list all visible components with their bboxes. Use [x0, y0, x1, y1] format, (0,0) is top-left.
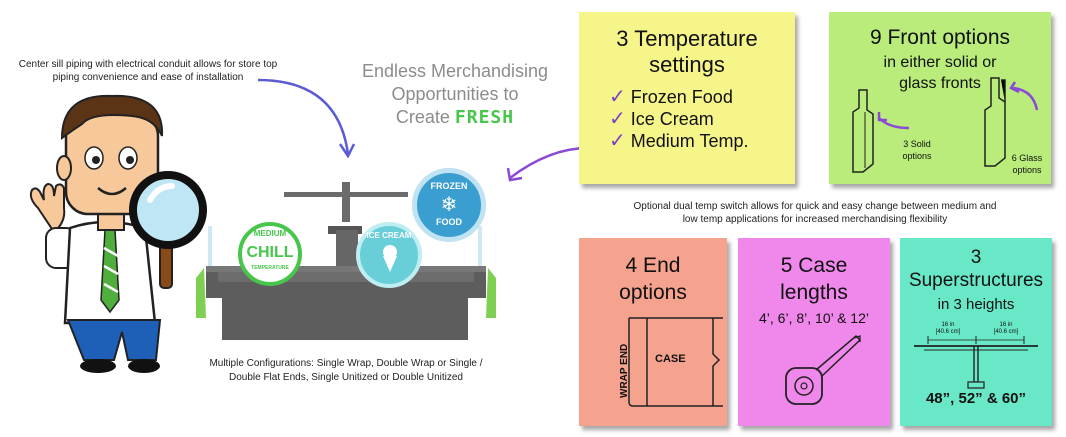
ice-cream-cone-icon: [383, 245, 397, 272]
badge-chill-label: CHILL: [246, 244, 294, 261]
front-subtitle-line-1: in either solid or: [883, 54, 997, 71]
badge-frozen-label: FROZEN: [430, 181, 468, 191]
temperature-settings-note: 3 Temperature settings ✓ Frozen Food ✓ I…: [579, 12, 795, 184]
front-subtitle-line-2: glass fronts: [899, 75, 981, 92]
solid-label-line-1: 3 Solid: [903, 139, 931, 149]
cartoon-man-illustration: [29, 94, 164, 373]
frozen-food-badge: FROZEN ❄ FOOD: [412, 168, 486, 242]
badge-ice-cream-label: ICE CREAM: [366, 231, 412, 240]
temperature-item-label: Frozen Food: [630, 87, 733, 107]
temperature-title-line-1: 3 Temperature: [616, 26, 758, 51]
superstructure-diagram: [914, 336, 1038, 389]
dimension-right: 16 in [40.6 cm]: [986, 322, 1026, 336]
end-title-line-2: options: [619, 281, 687, 304]
glass-options-label: 6 Glass options: [1005, 152, 1049, 176]
dimension-left: 16 in [40.6 cm]: [928, 322, 968, 336]
temperature-item-label: Ice Cream: [630, 109, 714, 129]
headline-line-3: Create FRESH: [345, 106, 565, 129]
front-options-note: 9 Front options in either solid or glass…: [829, 12, 1051, 184]
temperature-item: ✓ Medium Temp.: [609, 130, 749, 152]
superstructures-title: 3 Superstructures: [900, 246, 1052, 292]
dim-left-cm: [40.6 cm]: [935, 329, 961, 335]
badge-food-label: FOOD: [436, 217, 462, 227]
headline-line-2: Opportunities to: [391, 84, 519, 104]
merchandising-headline: Endless Merchandising Opportunities to C…: [345, 60, 565, 129]
solid-label-line-2: options: [902, 151, 932, 161]
length-title-line-2: lengths: [780, 281, 848, 304]
dim-right-cm: [40.6 cm]: [993, 329, 1019, 335]
magnifying-glass-icon: [129, 171, 207, 289]
medium-temperature-badge: MEDIUM CHILL TEMPERATURE: [238, 222, 302, 286]
headline-create: Create: [395, 107, 450, 127]
wrap-end-label: WRAP END: [619, 343, 630, 398]
end-options-note: 4 End options WRAP END CASE: [579, 238, 727, 426]
temperature-item: ✓ Ice Cream: [609, 108, 749, 130]
headline-fresh: FRESH: [454, 107, 515, 128]
ice-cream-badge: ICE CREAM: [356, 222, 422, 288]
temperature-title-line-2: settings: [649, 52, 725, 77]
check-icon: ✓: [609, 130, 626, 152]
end-title-line-1: 4 End: [625, 254, 681, 277]
check-icon: ✓: [609, 86, 626, 108]
super-title-line-1: 3: [970, 247, 982, 268]
superstructures-note: 3 Superstructures in 3 heights 16 in [40…: [900, 238, 1052, 426]
front-options-subtitle: in either solid or glass fronts: [829, 52, 1051, 94]
temperature-item: ✓ Frozen Food: [609, 86, 749, 108]
front-options-title: 9 Front options: [869, 26, 1011, 49]
dim-right-in: 16 in: [999, 322, 1013, 328]
badge-temperature-label: TEMPERATURE: [251, 265, 289, 271]
case-lengths-title: 5 Case lengths: [738, 252, 890, 306]
sill-arrow-icon: [257, 78, 356, 159]
glass-label-line-1: 6 Glass: [1011, 153, 1043, 163]
superstructure-heights: 48”, 52” & 60”: [925, 390, 1027, 407]
display-case-illustration: [196, 182, 496, 340]
super-title-line-2: Superstructures: [908, 270, 1044, 291]
badge-medium-label: MEDIUM: [253, 229, 287, 238]
end-options-title: 4 End options: [579, 252, 727, 306]
superstructures-subtitle: in 3 heights: [937, 296, 1015, 313]
dim-left-in: 16 in: [941, 322, 955, 328]
snowflake-icon: ❄: [440, 194, 458, 216]
solid-options-label: 3 Solid options: [889, 138, 945, 162]
temperature-item-label: Medium Temp.: [630, 131, 749, 151]
temperature-list: ✓ Frozen Food ✓ Ice Cream ✓ Medium Temp.: [609, 86, 749, 152]
dual-temp-note: Optional dual temp switch allows for qui…: [633, 201, 997, 225]
check-icon: ✓: [609, 108, 626, 130]
case-lengths-values: 4’, 6’, 8’, 10’ & 12’: [759, 310, 869, 326]
end-options-diagram: [628, 317, 723, 407]
configurations-note: Multiple Configurations: Single Wrap, Do…: [209, 358, 483, 383]
tape-measure-icon: [785, 334, 862, 405]
case-label: CASE: [655, 353, 686, 365]
temperature-title: 3 Temperature settings: [579, 26, 795, 78]
length-title-line-1: 5 Case: [780, 254, 848, 277]
front-profiles-illustration: [852, 77, 1039, 173]
case-lengths-note: 5 Case lengths 4’, 6’, 8’, 10’ & 12’: [738, 238, 890, 426]
sill-piping-note: Center sill piping with electrical condu…: [18, 59, 278, 83]
glass-label-line-2: options: [1012, 165, 1042, 175]
headline-line-1: Endless Merchandising: [361, 61, 549, 81]
